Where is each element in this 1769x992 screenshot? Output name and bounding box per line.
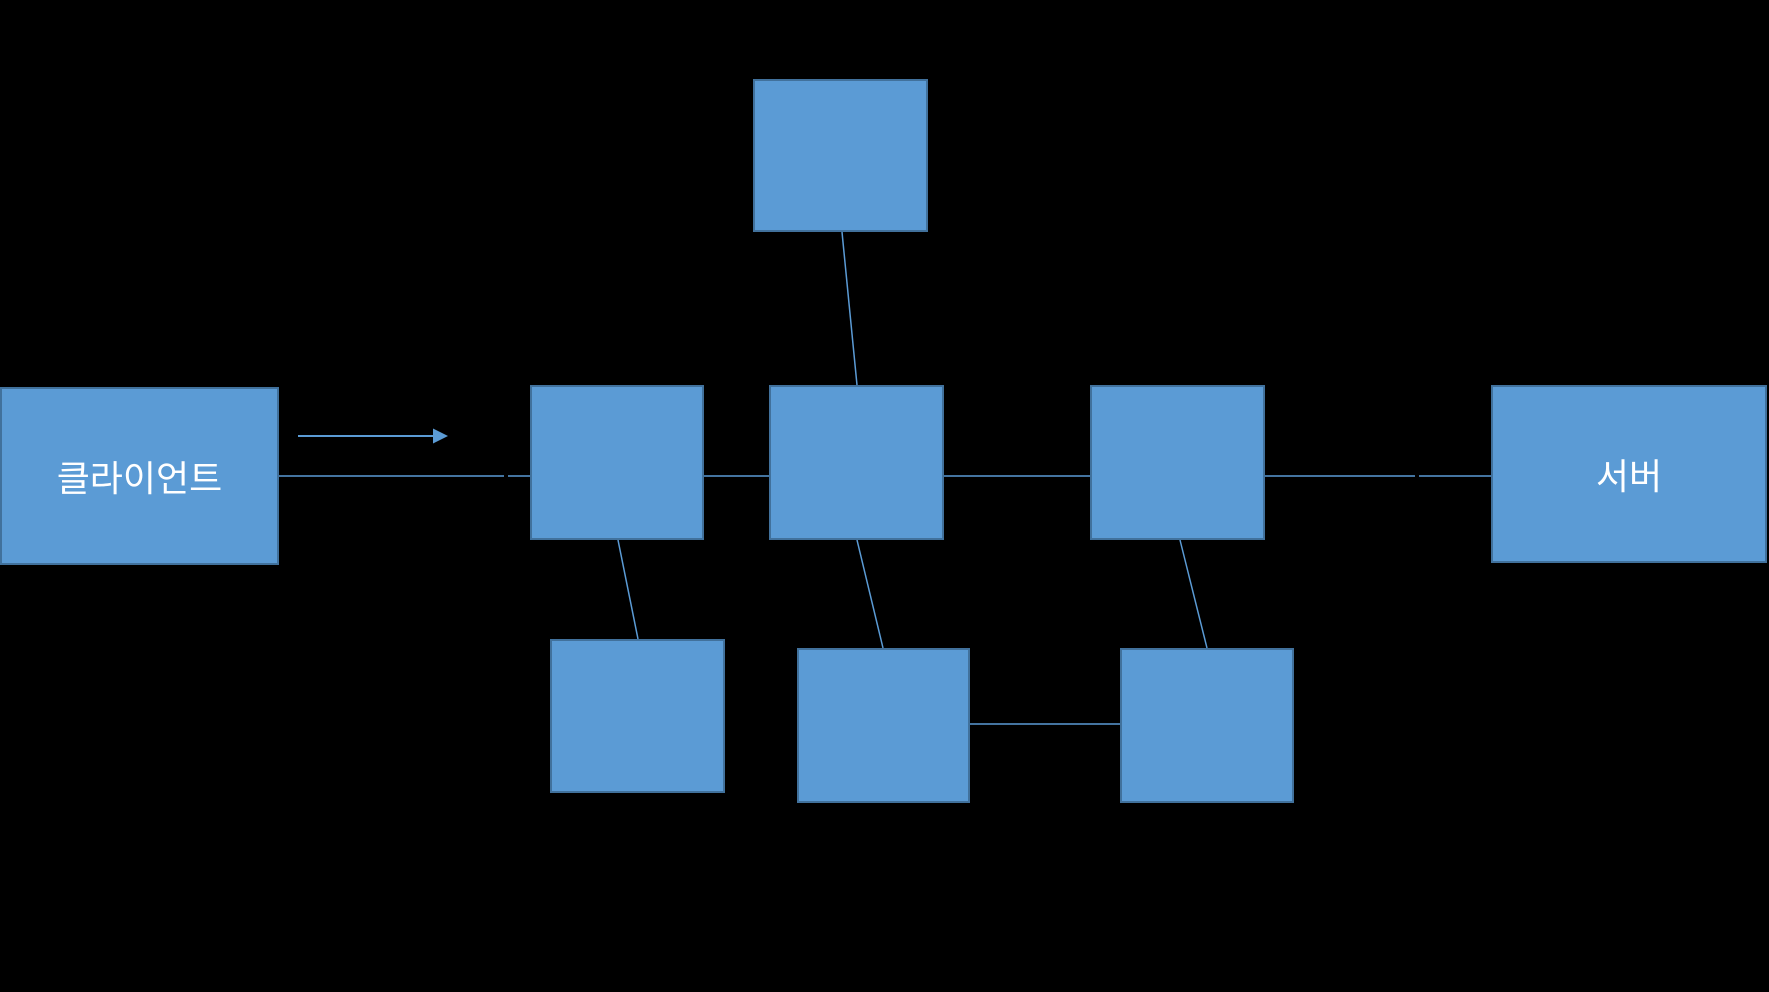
- node-bottom-center: [797, 648, 970, 803]
- node-bottom-right: [1120, 648, 1294, 803]
- node-middle-right: [1090, 385, 1265, 540]
- node-bottom-left: [550, 639, 725, 793]
- request-arrow-head-icon: [433, 428, 448, 444]
- node-middle-left: [530, 385, 704, 540]
- connector-middle-center-bottom-center: [856, 539, 884, 649]
- node-client: 클라이언트: [0, 387, 279, 565]
- connector-top-middle-center: [841, 231, 858, 386]
- node-top: [753, 79, 928, 232]
- node-server: 서버: [1491, 385, 1767, 563]
- node-middle-center: [769, 385, 944, 540]
- client-label: 클라이언트: [56, 458, 223, 499]
- connector-middle-right-bottom-right: [1179, 539, 1208, 649]
- connector-middle-left-bottom-left: [617, 539, 639, 640]
- server-label: 서버: [1595, 456, 1663, 497]
